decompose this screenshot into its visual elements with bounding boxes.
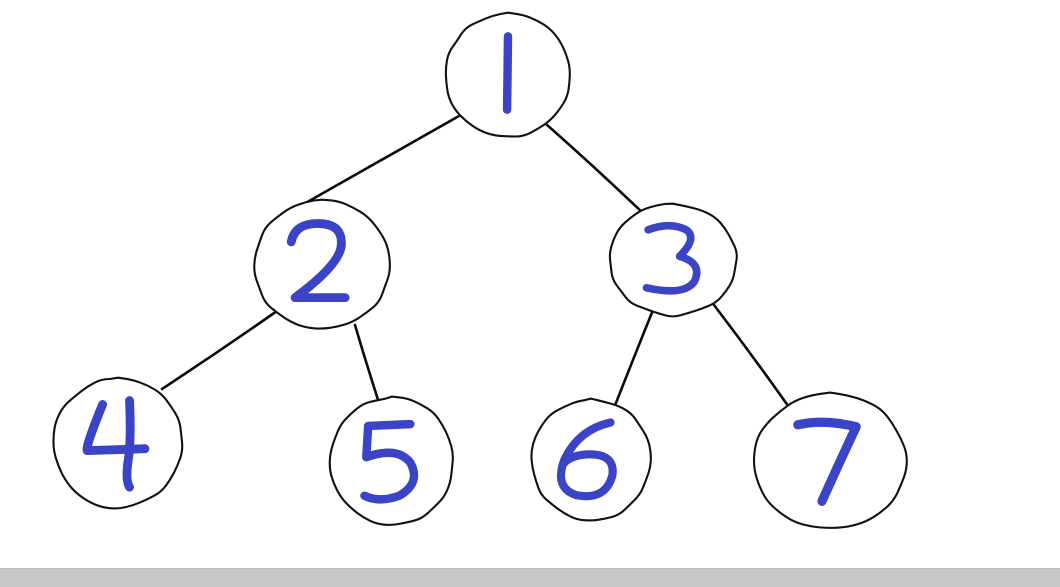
tree-node-4[interactable]: 4 bbox=[52, 376, 184, 510]
node-circle-2 bbox=[253, 198, 391, 330]
tree-nodes-group: 12 3 4 567 bbox=[52, 11, 908, 529]
node-circle-4 bbox=[52, 376, 184, 510]
tree-node-5[interactable]: 5 bbox=[328, 395, 454, 526]
node-circle-6 bbox=[530, 397, 652, 522]
node-label-3 bbox=[642, 221, 701, 295]
binary-tree-diagram: 12 3 4 567 bbox=[52, 11, 908, 529]
node-circle-5 bbox=[328, 395, 454, 526]
tree-node-6[interactable]: 6 bbox=[530, 397, 652, 522]
digit-stroke-2-0 bbox=[286, 219, 350, 303]
digit-stroke-4-1 bbox=[122, 396, 135, 492]
digit-stroke-4-0 bbox=[82, 400, 150, 456]
tree-edge-n1-n2 bbox=[286, 114, 461, 215]
digit-stroke-6-0 bbox=[557, 418, 617, 501]
bottom-status-bar bbox=[0, 568, 1060, 587]
digit-stroke-1-0 bbox=[502, 32, 513, 114]
node-circle-7 bbox=[752, 391, 908, 529]
tree-node-3[interactable]: 3 bbox=[608, 202, 738, 318]
node-label-4 bbox=[82, 396, 150, 492]
digit-stroke-3-0 bbox=[642, 221, 701, 295]
node-label-5 bbox=[360, 419, 419, 504]
tree-node-2[interactable]: 2 bbox=[253, 198, 391, 330]
node-label-1 bbox=[502, 32, 513, 114]
tree-edge-n2-n5 bbox=[353, 323, 384, 414]
tree-node-7[interactable]: 7 bbox=[752, 391, 908, 529]
tree-edge-n3-n7 bbox=[712, 303, 793, 412]
node-label-7 bbox=[793, 417, 861, 506]
node-circle-3 bbox=[608, 202, 738, 318]
node-label-6 bbox=[557, 418, 617, 501]
tree-edge-n2-n4 bbox=[160, 309, 279, 391]
digit-stroke-5-0 bbox=[360, 419, 419, 504]
digit-stroke-7-0 bbox=[793, 417, 861, 506]
node-label-2 bbox=[286, 219, 350, 303]
tree-node-1[interactable]: 1 bbox=[444, 11, 571, 138]
tree-edge-n3-n6 bbox=[612, 308, 655, 410]
tree-edge-n1-n3 bbox=[536, 115, 647, 217]
